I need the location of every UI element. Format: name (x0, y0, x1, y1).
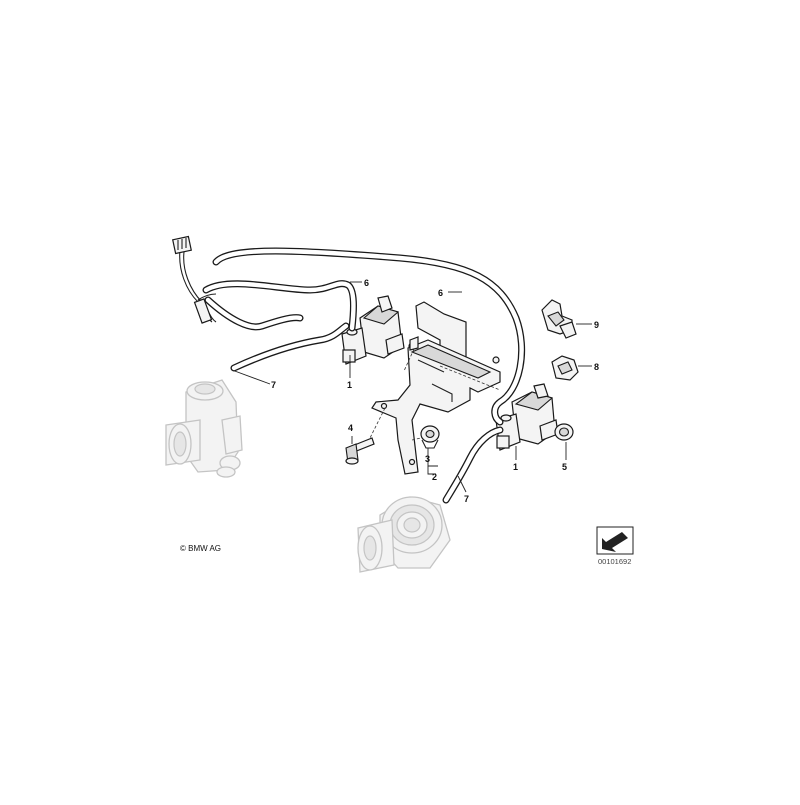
pressure-converter-left (341, 295, 419, 365)
vacuum-hoses (202, 247, 526, 504)
callout-4: 4 (348, 423, 353, 433)
callout-5: 5 (562, 462, 567, 472)
arrow-icon (596, 526, 634, 555)
copyright-text: © BMW AG (180, 544, 221, 553)
callout-7-right: 7 (464, 494, 469, 504)
callout-3: 3 (425, 454, 430, 464)
callout-7-left: 7 (271, 380, 276, 390)
callout-8: 8 (594, 362, 599, 372)
callout-1-left: 1 (347, 380, 352, 390)
callout-6-left: 6 (364, 278, 369, 288)
wiring-harness (172, 235, 217, 324)
document-id: 00101692 (598, 557, 631, 566)
mounting-bracket (364, 301, 501, 475)
sleeve (554, 423, 574, 441)
callout-9: 9 (594, 320, 599, 330)
bolt (345, 437, 375, 465)
egr-valve-left-ghost (165, 379, 243, 478)
callout-numbers: 6 6 1 7 4 3 2 7 1 5 9 8 (271, 278, 599, 504)
callout-2: 2 (432, 472, 437, 482)
callout-1-right: 1 (513, 462, 518, 472)
pressure-converter-right (495, 383, 559, 451)
callout-6-right: 6 (438, 288, 443, 298)
clip-9 (541, 299, 577, 339)
egr-valve-center-ghost (357, 496, 451, 573)
clip-8 (551, 355, 579, 381)
grommet (420, 425, 440, 449)
leader-lines (231, 281, 592, 493)
